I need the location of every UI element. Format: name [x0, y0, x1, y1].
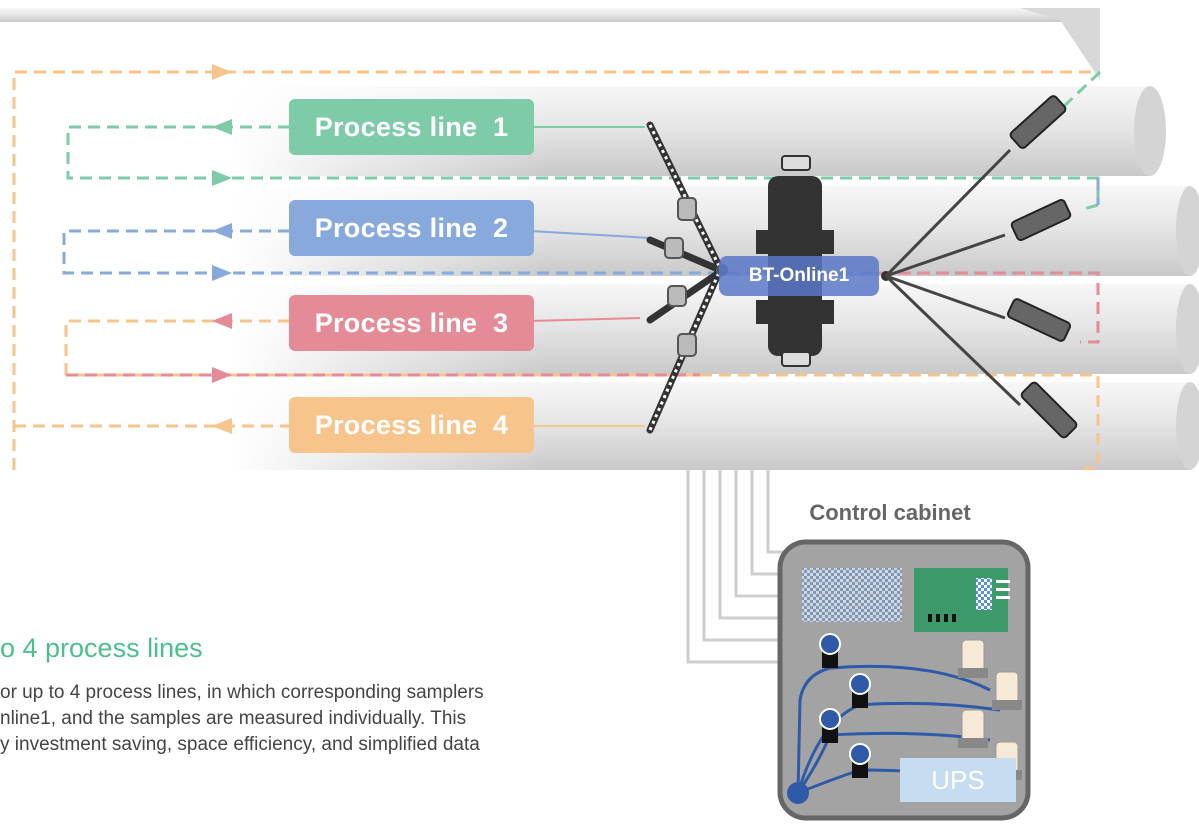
process-line-2-label: Process line 2 [289, 200, 534, 256]
loop-orange [64, 319, 1100, 470]
probes [1006, 95, 1078, 439]
process-line-1-label: Process line 1 [289, 99, 534, 155]
section-heading: o 4 process lines [0, 633, 203, 663]
sample-loops [12, 70, 1102, 470]
process-line-3-label: Process line 3 [289, 295, 534, 351]
loop-green-diag [1058, 70, 1102, 112]
loop-orange-outer [12, 70, 1100, 470]
loop-green [66, 125, 1100, 212]
cabinet-pumps [819, 633, 871, 778]
loop-red [880, 271, 1100, 344]
control-cabinet [777, 539, 1031, 821]
bt-online1-label: BT-Online1 [719, 256, 879, 296]
sampler-valves [664, 197, 697, 357]
cable-bundle [686, 470, 790, 664]
manifold-icon [787, 782, 809, 804]
probe-cables [884, 148, 1022, 407]
label-connectors [529, 126, 651, 427]
loop-blue [62, 229, 1100, 275]
hose-braid [648, 124, 722, 431]
pipe-top [0, 8, 1100, 80]
section-body: or up to 4 process lines, in which corre… [0, 682, 484, 755]
ups-label: UPS [900, 758, 1016, 802]
control-cabinet-title: Control cabinet [809, 500, 971, 525]
process-line-4-label: Process line 4 [289, 397, 534, 453]
arrow-markers [212, 64, 232, 434]
